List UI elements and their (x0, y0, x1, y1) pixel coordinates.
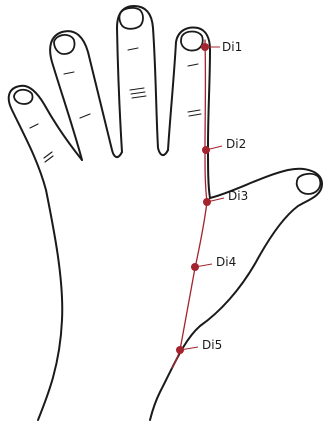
crease-middle-1 (128, 48, 138, 50)
nails (14, 8, 320, 194)
crease-index-2 (188, 110, 201, 116)
di1-dot (201, 43, 209, 51)
crease-ring-1 (64, 72, 74, 74)
meridian-line (172, 40, 207, 368)
thumb-nail (297, 174, 321, 194)
little-finger-nail (14, 90, 33, 104)
thumb-outline (150, 169, 322, 420)
di5-label: Di5 (202, 338, 222, 352)
di5-dot (176, 346, 184, 354)
hand-outline (9, 6, 322, 420)
crease-middle-2 (130, 88, 146, 98)
crease-little-1 (30, 124, 38, 128)
crease-little-2 (44, 152, 53, 162)
acupoint-di1: Di1 (201, 40, 242, 54)
di4-label: Di4 (216, 255, 236, 269)
di4-dot (191, 263, 199, 271)
index-finger-outline (168, 28, 210, 198)
di2-dot (202, 146, 210, 154)
little-finger-outline (9, 86, 82, 420)
ring-finger-outline (50, 31, 122, 160)
crease-ring-2 (80, 114, 90, 118)
di2-label: Di2 (226, 137, 246, 151)
di1-label: Di1 (222, 40, 242, 54)
di3-dot (203, 198, 211, 206)
di3-label: Di3 (228, 189, 248, 203)
index-finger-nail (181, 32, 203, 51)
ring-finger-nail (54, 35, 75, 54)
crease-index-1 (188, 64, 198, 66)
middle-finger-nail (119, 8, 143, 29)
